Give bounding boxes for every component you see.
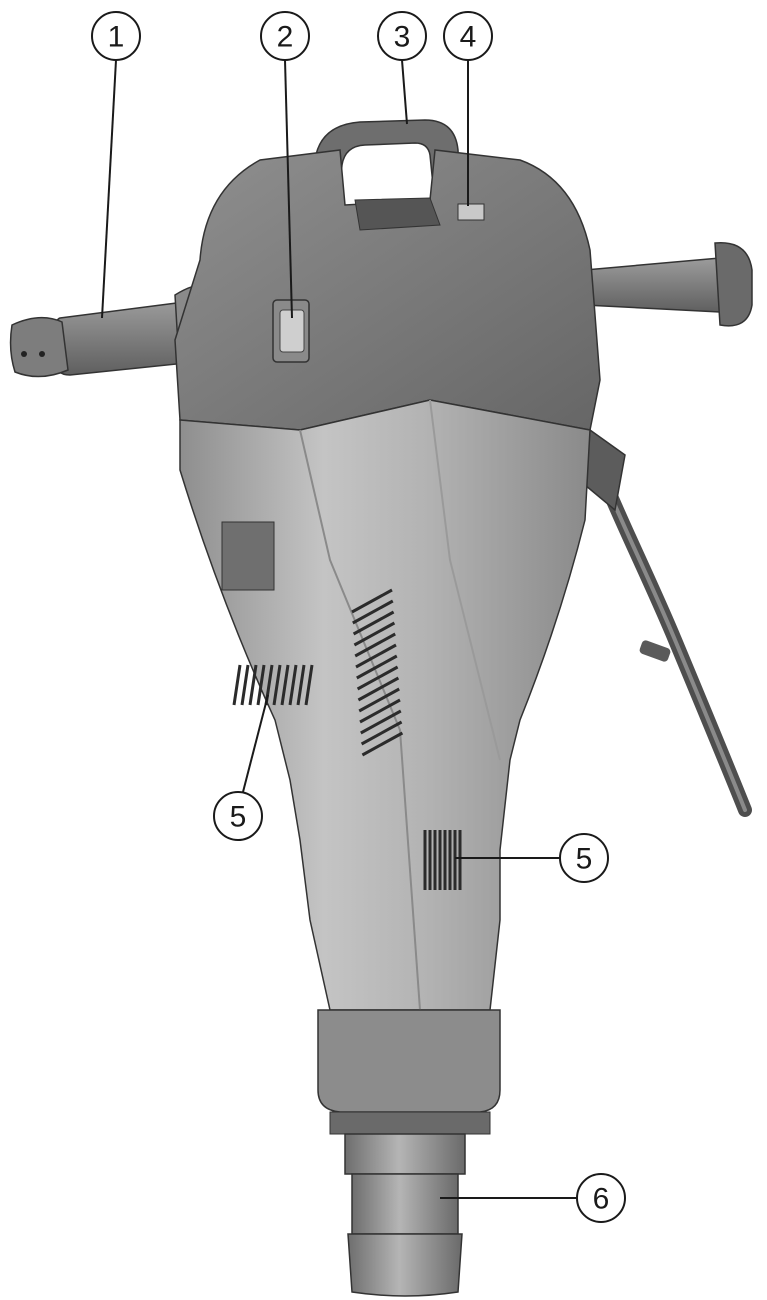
- air-vents-mid: [351, 588, 404, 757]
- vent-slot: [296, 664, 306, 706]
- svg-text:3: 3: [394, 21, 411, 54]
- callout-6: 6: [576, 1173, 626, 1223]
- svg-text:5: 5: [576, 843, 593, 876]
- vent-slot: [356, 665, 399, 691]
- upper-housing: [174, 149, 601, 431]
- leader-lines: [101, 59, 577, 1199]
- vent-slot: [304, 664, 314, 706]
- switch-button: [272, 299, 310, 363]
- vent-slot: [355, 643, 397, 669]
- indicator: [457, 203, 485, 221]
- callout-4: 4: [443, 11, 493, 61]
- vent-slot: [361, 731, 404, 757]
- svg-text:5: 5: [230, 801, 247, 834]
- callout-1: 1: [91, 11, 141, 61]
- svg-text:4: 4: [460, 21, 477, 54]
- vent-slot: [353, 621, 396, 647]
- vent-slot: [351, 588, 393, 614]
- vent-slot: [352, 599, 394, 625]
- vent-slot: [360, 709, 402, 735]
- callout-2: 2: [260, 11, 310, 61]
- air-vents-lower: [423, 830, 462, 890]
- vent-slot: [356, 654, 398, 680]
- vent-slot: [232, 664, 242, 706]
- air-vents-left: [232, 664, 314, 706]
- vent-slot: [240, 664, 250, 706]
- vent-slot: [357, 676, 400, 702]
- callout-5-left: 5: [213, 791, 263, 841]
- vent-slot: [280, 664, 290, 706]
- power-cable: [584, 428, 752, 817]
- right-handle: [584, 242, 753, 327]
- svg-text:2: 2: [277, 21, 294, 54]
- vent-slot: [248, 664, 258, 706]
- vent-slot: [288, 664, 298, 706]
- callout-3: 3: [377, 11, 427, 61]
- nose-housing: [317, 1009, 501, 1135]
- svg-text:6: 6: [593, 1183, 610, 1216]
- vent-slot: [359, 698, 401, 724]
- tool-chuck: [344, 1133, 466, 1297]
- vent-slot: [358, 687, 400, 713]
- vent-slot: [354, 632, 396, 658]
- main-body: [179, 399, 591, 1011]
- callout-5-right: 5: [559, 833, 609, 883]
- svg-text:1: 1: [108, 21, 125, 54]
- vent-slot: [256, 664, 266, 706]
- vent-slot: [360, 720, 403, 746]
- vent-slot: [272, 664, 282, 706]
- vent-slot: [352, 610, 395, 636]
